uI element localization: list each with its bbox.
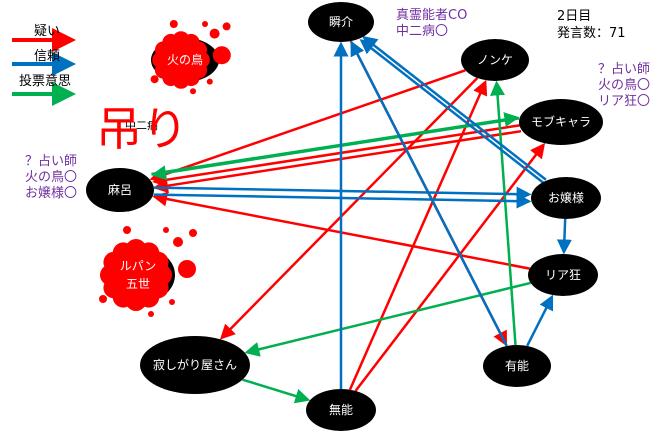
blood-drop (150, 75, 159, 84)
hidden-text: 中二病 (125, 118, 158, 132)
node-label: 瞬介 (329, 15, 353, 29)
node-ellipse (306, 389, 376, 431)
note-line: 真霊能者CO (396, 8, 468, 23)
edge-trust-maro-to-ojou (154, 186, 532, 202)
note-line: 中二病〇 (396, 24, 449, 39)
edge-doubt-nonke-to-sabishi (219, 77, 479, 340)
blood-drop (169, 20, 178, 28)
blood-drop (178, 260, 196, 278)
node-label: 麻呂 (108, 182, 132, 197)
note-line: ？占い師 (25, 154, 78, 169)
note-maro: ？占い師 火の鳥〇 お嬢様〇 (25, 154, 77, 202)
edge-trust-yuunou-to-riakyou (526, 294, 554, 347)
edge-trust-ojou-to-shunsuke (362, 35, 547, 181)
edge-vote-mobu-to-maro (151, 117, 520, 181)
edge-vote-sabishi-to-munou (242, 378, 311, 404)
blood-drop (206, 78, 213, 85)
node-munou[interactable]: 無能 (306, 389, 376, 431)
node-ellipse (483, 345, 551, 387)
blood-drop (99, 295, 107, 303)
blood-drop (163, 227, 169, 233)
blood-drop (209, 28, 220, 39)
node-label: 五世 (126, 277, 150, 291)
edge-doubt-nonke-to-maro (149, 69, 466, 182)
legend-arrows (12, 28, 76, 106)
legend-trust-label: 信頼 (34, 49, 61, 64)
edge-trust-maro-to-ojou (153, 193, 532, 209)
node-mobu[interactable]: モブキャラ (519, 99, 603, 145)
blood-lobe (190, 41, 208, 59)
node-ellipse (519, 99, 603, 145)
edge-trust-ojou-to-riakyou (556, 218, 572, 255)
edge-vote-riakyou-to-sabishi (244, 281, 531, 357)
node-ellipse (86, 168, 154, 212)
node-nonke[interactable]: ノンケ (461, 39, 529, 81)
edge-trust-ojou-to-shunsuke (359, 39, 545, 184)
node-label: 有能 (505, 359, 529, 373)
node-yuunou[interactable]: 有能 (483, 345, 551, 387)
post-count: 発言数：71 (557, 26, 626, 41)
day-label: 2日目 (557, 9, 592, 24)
node-label: モブキャラ (531, 114, 591, 129)
node-ellipse (531, 177, 601, 219)
note-line: 火の鳥〇 (25, 170, 78, 185)
blood-drop (202, 21, 208, 27)
note-shunsuke: 真霊能者CO 中二病〇 (396, 8, 467, 40)
blood-drop (169, 299, 175, 305)
edge-doubt-mobu-to-maro (152, 124, 521, 188)
note-mobu: ？占い師 火の鳥〇 リア狂〇 (598, 62, 650, 110)
blood-drop (212, 46, 231, 65)
edges (149, 35, 572, 404)
note-line: お嬢様〇 (25, 186, 78, 201)
blood-drop (148, 311, 154, 317)
note-line: 火の鳥〇 (598, 78, 651, 93)
edge-vote-yuunou-to-nonke (490, 80, 517, 346)
node-hinotori[interactable]: 火の鳥 (150, 20, 231, 95)
blood-drop (190, 88, 196, 95)
node-label: ルパン (120, 259, 157, 273)
blood-drop (173, 237, 183, 247)
node-ellipse (461, 39, 529, 81)
edge-doubt-munou-to-mobu (354, 142, 546, 392)
legend-vote-label: 投票意思 (19, 74, 72, 89)
hanged-label: 吊り (96, 102, 188, 156)
node-label: 火の鳥 (167, 52, 203, 67)
blood-drop (222, 22, 231, 31)
node-sabishi[interactable]: 寂しがり屋さん (140, 336, 250, 394)
node-riakyou[interactable]: リア狂 (528, 254, 598, 296)
edge-doubt-munou-to-nonke (348, 79, 488, 391)
node-shunsuke[interactable]: 瞬介 (308, 2, 374, 42)
node-ellipse (528, 254, 598, 296)
legend-doubt-label: 疑い (34, 24, 61, 39)
node-ellipse (140, 336, 250, 394)
note-line: リア狂〇 (598, 94, 651, 109)
blood-drop (123, 226, 131, 234)
node-label: 寂しがり屋さん (153, 357, 237, 372)
node-maro[interactable]: 麻呂 (86, 168, 154, 212)
blood-drop (189, 229, 197, 237)
note-line: ？占い師 (598, 62, 651, 77)
blood-lobe (147, 251, 169, 273)
node-label: ノンケ (477, 53, 513, 67)
edge-trust-yuunou-to-shunsuke (350, 40, 508, 347)
node-ellipse (308, 2, 374, 42)
node-label: リア狂 (545, 268, 581, 282)
node-label: お嬢様 (548, 191, 584, 205)
node-label: 無能 (329, 402, 353, 417)
node-ojou[interactable]: お嬢様 (531, 177, 601, 219)
